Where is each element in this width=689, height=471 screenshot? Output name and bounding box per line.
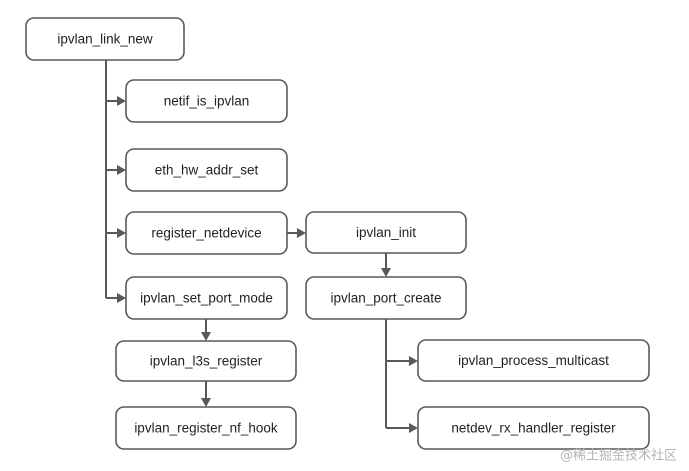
node-ipvlan-process-multicast: ipvlan_process_multicast: [417, 339, 650, 382]
arrow-to-netif-is-ipvlan: [117, 96, 126, 106]
node-label-ipvlan-register-nf-hook: ipvlan_register_nf_hook: [134, 421, 278, 436]
node-label-ipvlan-init: ipvlan_init: [356, 225, 416, 240]
node-register-netdevice: register_netdevice: [125, 211, 288, 255]
node-label-ipvlan-process-multicast: ipvlan_process_multicast: [458, 353, 609, 368]
node-ipvlan-l3s-register: ipvlan_l3s_register: [115, 340, 297, 382]
node-label-ipvlan-l3s-register: ipvlan_l3s_register: [150, 354, 263, 369]
arrow-to-eth-hw-addr-set: [117, 165, 126, 175]
arrow-to-ipvlan-set-port-mode: [117, 293, 126, 303]
watermark-text: @稀土掘金技术社区: [560, 448, 677, 464]
node-label-register-netdevice: register_netdevice: [151, 226, 261, 241]
node-ipvlan-port-create: ipvlan_port_create: [305, 276, 467, 320]
node-label-eth-hw-addr-set: eth_hw_addr_set: [155, 163, 259, 178]
node-ipvlan-init: ipvlan_init: [305, 211, 467, 254]
node-label-ipvlan-link-new: ipvlan_link_new: [57, 32, 153, 47]
node-ipvlan-set-port-mode: ipvlan_set_port_mode: [125, 276, 288, 320]
node-label-netif-is-ipvlan: netif_is_ipvlan: [164, 94, 250, 109]
node-eth-hw-addr-set: eth_hw_addr_set: [125, 148, 288, 192]
arrow-to-register-netdevice: [117, 228, 126, 238]
arrow-to-ipvlan-l3s-register: [201, 332, 211, 341]
edges: [105, 60, 418, 433]
arrow-to-ipvlan-port-create: [381, 268, 391, 277]
node-netdev-rx-handler-register: netdev_rx_handler_register: [417, 406, 650, 450]
arrow-to-ipvlan-register-nf-hook: [201, 398, 211, 407]
nodes: ipvlan_link_new netif_is_ipvlan eth_hw_a…: [25, 17, 650, 450]
node-netif-is-ipvlan: netif_is_ipvlan: [125, 79, 288, 123]
arrow-to-netdev-rx-handler-register: [409, 423, 418, 433]
node-label-ipvlan-set-port-mode: ipvlan_set_port_mode: [140, 291, 273, 306]
node-label-ipvlan-port-create: ipvlan_port_create: [330, 291, 441, 306]
node-label-netdev-rx-handler-register: netdev_rx_handler_register: [451, 421, 616, 436]
node-ipvlan-register-nf-hook: ipvlan_register_nf_hook: [115, 406, 297, 450]
node-ipvlan-link-new: ipvlan_link_new: [25, 17, 185, 61]
arrow-to-ipvlan-init: [297, 228, 306, 238]
arrow-to-ipvlan-process-multicast: [409, 356, 418, 366]
